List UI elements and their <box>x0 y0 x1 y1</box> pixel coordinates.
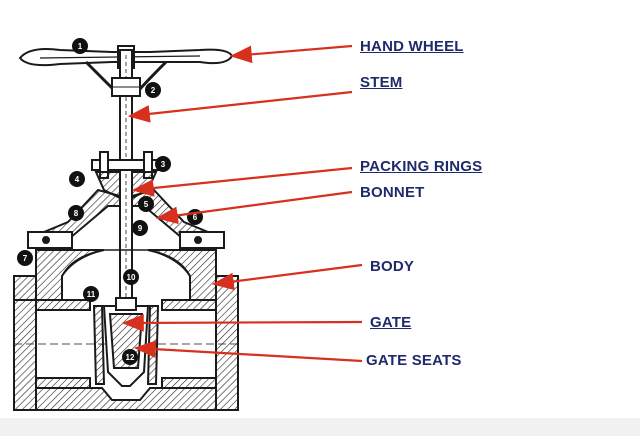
svg-text:12: 12 <box>126 353 135 362</box>
svg-text:5: 5 <box>144 200 149 209</box>
valve-body <box>13 249 239 411</box>
part-badge-11: 11 <box>83 286 99 302</box>
stem <box>111 49 141 301</box>
svg-text:8: 8 <box>74 209 79 218</box>
part-badge-4: 4 <box>69 171 85 187</box>
arrow-bonnet <box>155 190 353 225</box>
part-badge-2: 2 <box>145 82 161 98</box>
svg-text:2: 2 <box>151 86 156 95</box>
svg-text:10: 10 <box>127 273 136 282</box>
svg-text:6: 6 <box>193 213 198 222</box>
label-gate-seats: GATE SEATS <box>366 352 462 369</box>
label-stem: STEM <box>360 74 403 91</box>
label-hand-wheel: HAND WHEEL <box>360 38 464 55</box>
leader-arrows <box>121 44 363 363</box>
bottom-border <box>0 418 640 436</box>
svg-text:11: 11 <box>87 290 96 299</box>
svg-text:7: 7 <box>23 254 28 263</box>
svg-text:9: 9 <box>138 224 143 233</box>
gate-wedge <box>92 297 160 387</box>
part-badge-7: 7 <box>17 250 33 266</box>
arrow-gate-seats <box>133 340 363 363</box>
badge-text: 1 <box>78 42 83 51</box>
part-badge-9: 9 <box>132 220 148 236</box>
label-body: BODY <box>370 258 415 275</box>
part-badge-5: 5 <box>138 196 154 212</box>
svg-text:4: 4 <box>75 175 80 184</box>
part-number-badges: 1 2 3 4 5 6 7 8 9 10 11 12 <box>17 38 203 365</box>
part-badge-10: 10 <box>123 269 139 285</box>
label-gate: GATE <box>370 314 412 331</box>
arrow-hand-wheel <box>229 44 353 64</box>
label-packing-rings: PACKING RINGS <box>360 158 483 175</box>
arrow-gate <box>121 314 363 332</box>
arrow-packing-rings <box>131 166 353 197</box>
label-bonnet: BONNET <box>360 184 425 201</box>
svg-text:3: 3 <box>161 160 166 169</box>
part-badge-12: 12 <box>122 349 138 365</box>
arrow-stem <box>127 90 353 123</box>
part-badge-1: 1 <box>72 38 88 54</box>
arrow-body <box>211 263 363 291</box>
part-badge-8: 8 <box>68 205 84 221</box>
part-badge-3: 3 <box>155 156 171 172</box>
